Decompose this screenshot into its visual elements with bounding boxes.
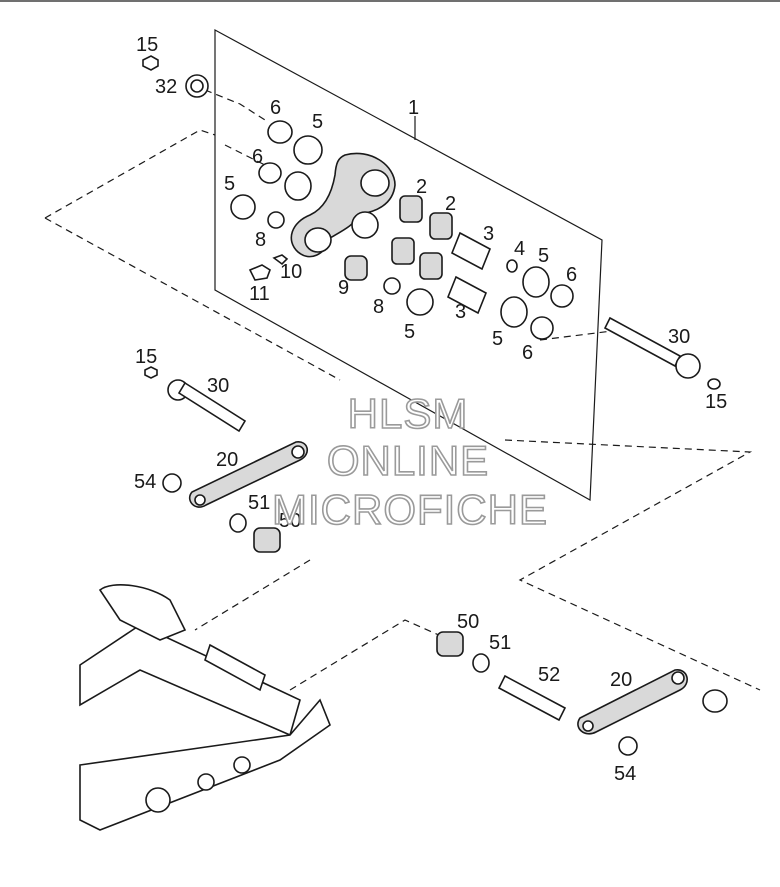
callout-30: 30 xyxy=(207,375,229,397)
callout-52: 52 xyxy=(538,664,560,686)
callout-54: 54 xyxy=(134,471,156,493)
callout-54: 54 xyxy=(614,763,636,785)
callout-50: 50 xyxy=(279,510,301,532)
callout-labels: 15 32 1 6 5 6 5 2 2 3 8 10 11 9 4 5 6 8 … xyxy=(134,34,727,785)
callout-6: 6 xyxy=(270,97,281,119)
callout-20: 20 xyxy=(216,449,238,471)
callout-3: 3 xyxy=(483,223,494,245)
callout-15: 15 xyxy=(135,346,157,368)
bolt-30-right xyxy=(603,316,701,379)
callout-4: 4 xyxy=(514,238,525,260)
callout-3: 3 xyxy=(455,301,466,323)
swingarm-frame xyxy=(79,584,331,831)
callout-51: 51 xyxy=(489,632,511,654)
hardware-right xyxy=(436,631,567,722)
watermark: HLSM ONLINE MICROFICHE xyxy=(271,389,548,534)
bolt-30-left xyxy=(167,379,247,433)
callout-15: 15 xyxy=(705,391,727,413)
callout-8: 8 xyxy=(255,229,266,251)
callout-6: 6 xyxy=(522,342,533,364)
nut-15-right xyxy=(707,378,721,390)
guide-lines xyxy=(44,89,761,691)
callout-5: 5 xyxy=(404,321,415,343)
callout-5: 5 xyxy=(312,111,323,133)
callout-2: 2 xyxy=(445,193,456,215)
link-20-left xyxy=(188,441,308,508)
flange-nut-32 xyxy=(185,74,209,98)
callout-10: 10 xyxy=(280,261,302,283)
link-20-right xyxy=(577,669,688,735)
callout-20: 20 xyxy=(610,669,632,691)
callout-32: 32 xyxy=(155,76,177,98)
callout-5: 5 xyxy=(538,245,549,267)
callout-9: 9 xyxy=(338,277,349,299)
callout-15: 15 xyxy=(136,34,158,56)
callout-8: 8 xyxy=(373,296,384,318)
nut-15-left xyxy=(144,366,158,379)
callout-30: 30 xyxy=(668,326,690,348)
callout-1: 1 xyxy=(408,97,419,119)
callout-2: 2 xyxy=(416,176,427,198)
callout-51: 51 xyxy=(248,492,270,514)
callout-50: 50 xyxy=(457,611,479,633)
watermark-line-2: ONLINE xyxy=(327,437,489,484)
callout-6: 6 xyxy=(566,264,577,286)
assembly-panel xyxy=(214,28,603,501)
nut-15-top xyxy=(142,55,159,71)
nuts-right xyxy=(618,689,728,756)
callout-6: 6 xyxy=(252,146,263,168)
callout-5: 5 xyxy=(492,328,503,350)
hardware-left xyxy=(162,473,281,553)
watermark-line-3: MICROFICHE xyxy=(272,486,548,533)
callout-5: 5 xyxy=(224,173,235,195)
watermark-line-1: HLSM xyxy=(348,390,469,437)
callout-11: 11 xyxy=(249,283,270,305)
bearings xyxy=(230,120,574,340)
rocker-link-body xyxy=(290,152,396,258)
